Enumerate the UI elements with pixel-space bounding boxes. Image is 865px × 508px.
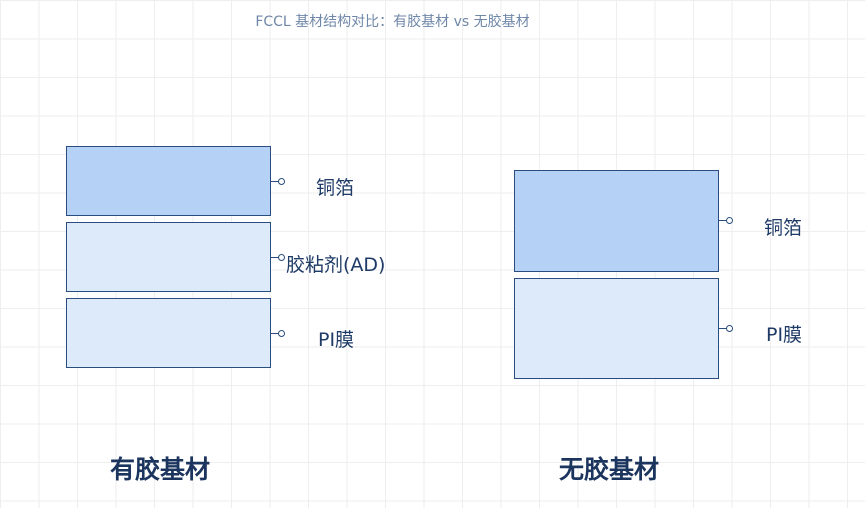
left-adhesive-layer	[66, 222, 271, 292]
left-adhesive-connector	[271, 257, 279, 258]
left-copper-layer	[66, 146, 271, 216]
right-pi-label: PI膜	[766, 324, 803, 346]
right-pi-connector-dot	[726, 325, 733, 332]
left-pi-label: PI膜	[318, 329, 355, 351]
right-pi-layer	[514, 278, 719, 379]
left-adhesive-label: 胶粘剂(AD)	[286, 254, 386, 276]
right-pi-connector	[719, 328, 727, 329]
left-copper-connector-dot	[278, 178, 285, 185]
diagram-title: FCCL 基材结构对比：有胶基材 vs 无胶基材	[255, 14, 530, 30]
left-heading: 有胶基材	[110, 455, 211, 484]
right-copper-layer	[514, 170, 719, 272]
right-copper-connector	[719, 220, 727, 221]
right-heading: 无胶基材	[559, 455, 660, 484]
left-copper-label: 铜箔	[316, 177, 355, 199]
left-adhesive-connector-dot	[278, 254, 285, 261]
right-copper-connector-dot	[726, 217, 733, 224]
left-pi-connector-dot	[278, 330, 285, 337]
left-pi-layer	[66, 298, 271, 368]
right-copper-label: 铜箔	[764, 217, 803, 239]
left-pi-connector	[271, 333, 279, 334]
left-copper-connector	[271, 181, 279, 182]
